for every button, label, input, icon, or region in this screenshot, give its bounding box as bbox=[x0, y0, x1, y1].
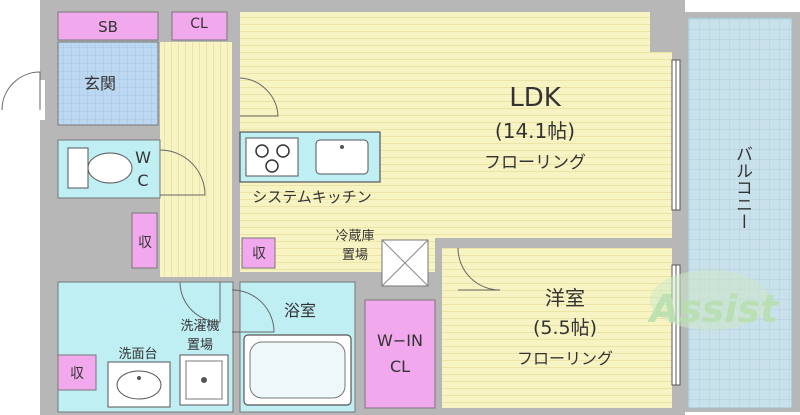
toilet-fixture bbox=[67, 147, 133, 189]
assist-logo: Assist bbox=[647, 270, 780, 331]
cl-closet-top bbox=[171, 11, 228, 41]
wc-label-c: C bbox=[137, 171, 148, 190]
storage-bottom-label: 収 bbox=[70, 366, 84, 382]
fridge-space bbox=[381, 239, 429, 287]
sb-label: SB bbox=[98, 18, 118, 36]
walkin-label-1: W−IN bbox=[377, 331, 423, 350]
bath-label: 浴室 bbox=[284, 301, 316, 320]
washer-label-2: 置場 bbox=[187, 338, 213, 353]
kitchen-counter bbox=[239, 131, 381, 183]
western-size: (5.5帖) bbox=[533, 317, 597, 339]
ldk-size: (14.1帖) bbox=[495, 119, 575, 143]
svg-text:Assist: Assist bbox=[647, 287, 780, 331]
western-room-floor bbox=[442, 248, 672, 408]
balcony-label: バルコニー bbox=[732, 145, 752, 230]
hallway-floor bbox=[160, 42, 232, 277]
storage-mid-box bbox=[241, 237, 276, 269]
balcony-area bbox=[685, 12, 800, 412]
room-labels: SB CL 玄関 W C 収 収 収 LDK (14.1帖) フローリング シス… bbox=[70, 16, 752, 382]
walkin-label-2: CL bbox=[390, 357, 410, 376]
washer-pan-fixture bbox=[179, 354, 229, 406]
ldk-floor: フローリング bbox=[484, 153, 586, 173]
fridge-label-1: 冷蔵庫 bbox=[335, 229, 374, 244]
washer-label-1: 洗濯機 bbox=[180, 319, 219, 334]
storage-bottom-box bbox=[57, 354, 97, 391]
storage-left-label: 収 bbox=[138, 235, 152, 251]
fridge-label-2: 置場 bbox=[342, 248, 368, 263]
genkan-floor bbox=[57, 41, 159, 126]
wc-label-w: W bbox=[135, 148, 151, 167]
storage-left-box bbox=[131, 212, 158, 269]
kitchen-label: システムキッチン bbox=[252, 188, 372, 206]
washbasin-fixture bbox=[107, 361, 171, 408]
bathtub-fixture bbox=[243, 334, 352, 406]
storage-mid-label: 収 bbox=[252, 246, 266, 262]
door-swings bbox=[1, 71, 501, 333]
washbasin-label: 洗面台 bbox=[118, 347, 157, 362]
ldk-corner-wall bbox=[650, 12, 672, 52]
ldk-title: LDK bbox=[509, 83, 562, 113]
walkin-closet-room bbox=[364, 299, 436, 409]
cl-top-label: CL bbox=[190, 16, 208, 32]
western-floor: フローリング bbox=[517, 349, 613, 368]
western-title: 洋室 bbox=[545, 286, 585, 310]
genkan-label: 玄関 bbox=[84, 74, 116, 93]
sb-storage bbox=[57, 11, 159, 41]
